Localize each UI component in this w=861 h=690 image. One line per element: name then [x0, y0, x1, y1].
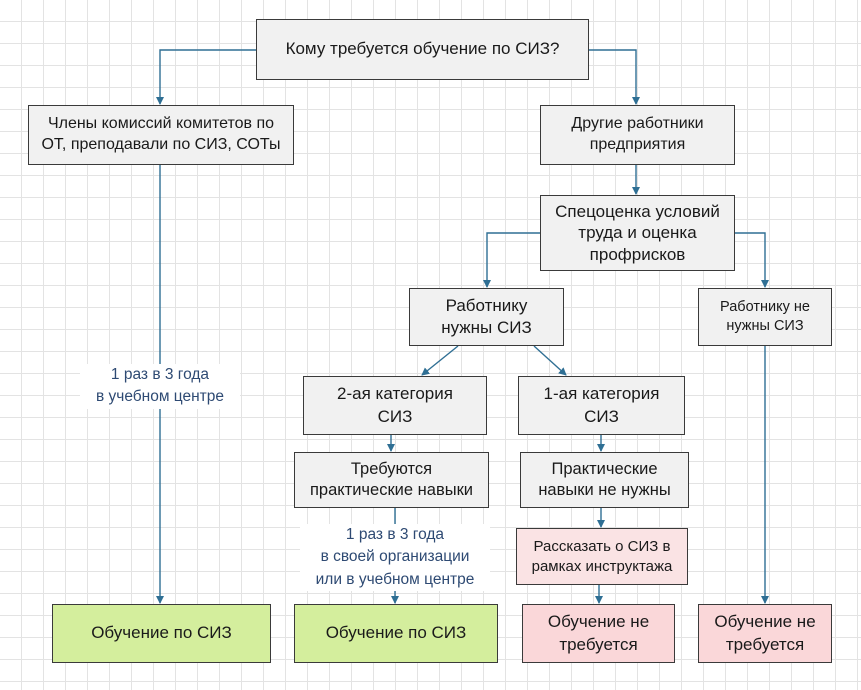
connector-assessment-noneeds: [735, 232, 769, 288]
group-committee-members: Члены комиссий комитетов по ОТ, преподав…: [28, 105, 294, 165]
note-middle-frequency: 1 раз в 3 года в своей организации или в…: [300, 524, 490, 592]
result-training-middle: Обучение по СИЗ: [294, 604, 498, 663]
connector-needs-cat2: [421, 345, 459, 376]
connector-root-left: [156, 49, 256, 105]
skills-not-needed: Практические навыки не нужны: [520, 452, 689, 508]
result-not-required-1: Обучение не требуется: [522, 604, 675, 663]
note-left-frequency: 1 раз в 3 года в учебном центре: [80, 364, 240, 409]
ppe-category-1: 1-ая категория СИЗ: [518, 376, 685, 435]
briefing-box: Рассказать о СИЗ в рамках инструктажа: [516, 528, 688, 585]
skills-required: Требуются практические навыки: [294, 452, 489, 508]
connector-root-right: [588, 49, 640, 105]
worker-no-ppe: Работнику не нужны СИЗ: [698, 288, 832, 346]
result-training-left: Обучение по СИЗ: [52, 604, 271, 663]
root-question: Кому требуется обучение по СИЗ?: [256, 19, 589, 80]
result-not-required-2: Обучение не требуется: [698, 604, 832, 663]
group-other-workers: Другие работники предприятия: [540, 105, 735, 165]
connector-assessment-needs: [483, 232, 540, 288]
connector-needs-cat1: [533, 345, 567, 376]
ppe-category-2: 2-ая категория СИЗ: [303, 376, 487, 435]
assessment-box: Спецоценка условий труда и оценка профри…: [540, 195, 735, 271]
worker-needs-ppe: Работнику нужны СИЗ: [409, 288, 564, 346]
